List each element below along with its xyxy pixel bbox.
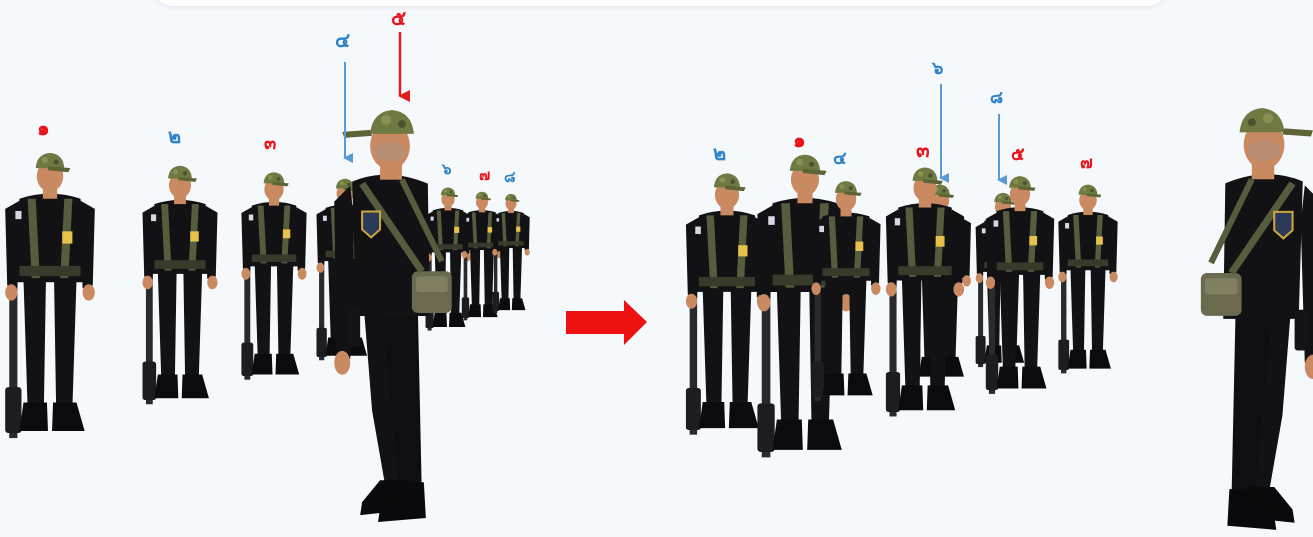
label-left-6: ๖ xyxy=(442,160,452,178)
instructor-left xyxy=(334,110,452,523)
label-left-4: ๔ xyxy=(335,28,351,52)
soldier-left-8 xyxy=(492,193,530,314)
soldier-left-2 xyxy=(142,165,218,405)
label-right-8: ๘ xyxy=(990,88,1004,108)
right-arrow-icon xyxy=(566,300,647,345)
label-right-7: ๗ xyxy=(1080,153,1093,173)
label-left-1: ๑ xyxy=(37,116,50,140)
soldier-right-7 xyxy=(1058,184,1118,374)
instructor-right xyxy=(1200,107,1313,530)
soldier-right-5 xyxy=(985,176,1055,394)
soldier-left-1 xyxy=(5,152,95,439)
top-border xyxy=(150,0,1170,6)
label-left-8: ๘ xyxy=(504,168,516,186)
label-right-2: ๒ xyxy=(713,141,727,165)
label-left-7: ๗ xyxy=(479,166,491,184)
label-left-3: ๓ xyxy=(264,133,277,154)
label-left-5: ๕ xyxy=(391,6,407,30)
label-left-2: ๒ xyxy=(168,124,182,148)
soldier-right-3 xyxy=(885,167,965,417)
soldier-right-4 xyxy=(811,181,881,401)
soldier-right-2 xyxy=(685,173,769,435)
label-right-4: ๔ xyxy=(833,148,847,169)
label-right-1: ๑ xyxy=(793,128,806,152)
label-right-6: ๖ xyxy=(932,58,944,79)
label-right-3: ๓ xyxy=(916,138,930,162)
label-right-5: ๕ xyxy=(1011,144,1025,165)
soldier-left-3 xyxy=(241,172,307,380)
